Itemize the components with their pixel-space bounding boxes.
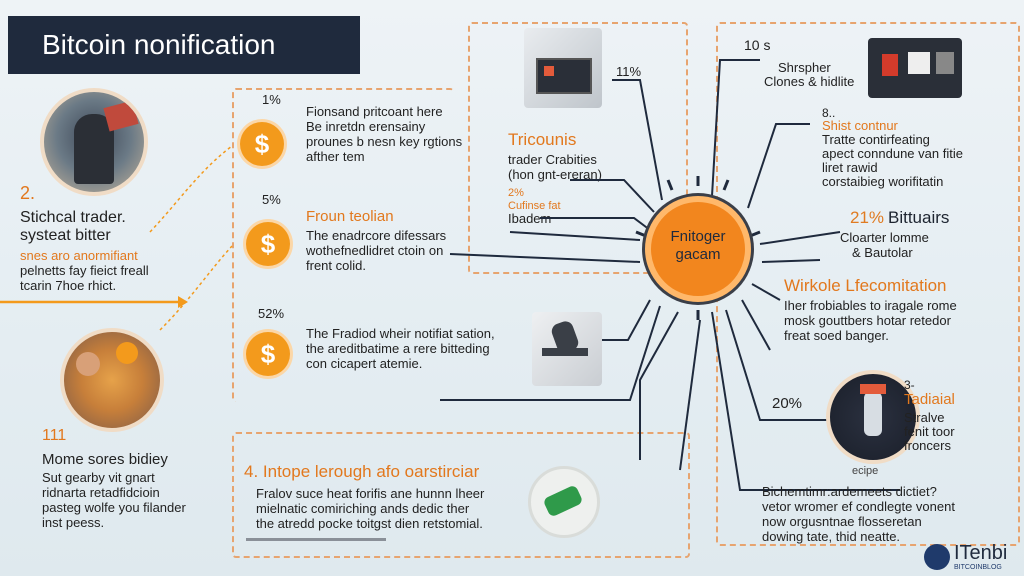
bottle-image: [826, 370, 920, 464]
logo-subtext: BITCOINBLOG: [954, 564, 1002, 571]
center-sub-line: Ibadem: [508, 211, 552, 226]
left-bottom-body-4: inst peess.: [42, 515, 105, 530]
left-bottom-heading: Mome sores bidiey: [42, 451, 168, 468]
logo-globe-icon: [924, 544, 950, 570]
right-r5-pct: 20%: [772, 395, 803, 412]
col2-line-2-2: wothefnedlidret ctoin on: [306, 243, 444, 258]
col2-line-1-2: Be inretdn erensainy: [306, 119, 426, 134]
laptop-image: [524, 28, 602, 108]
left-top-body-2: tcarin 7hoe rhict.: [20, 278, 117, 293]
right-r5-line-3: froncers: [904, 438, 951, 453]
bottom-card-header: 4. Intope lerough afo oarstirciar: [244, 462, 480, 481]
left-top-body-1: pelnetts fay fieict freall: [20, 263, 149, 278]
trader-photo: [40, 88, 148, 196]
right-r1-line-2: Clones & hidlite: [764, 74, 855, 89]
center-pct: 11%: [616, 64, 642, 79]
bottom-card-line-1: Fralov suce heat forifis ane hunnn lheer: [256, 486, 485, 501]
col2-line-3-2: the areditbatime a rere bitteding: [306, 341, 490, 356]
right-r3-pct: 21%: [850, 208, 885, 227]
left-top-num: 2.: [20, 183, 36, 203]
right-r3-header: Bittuairs: [888, 208, 950, 227]
right-r5-line-1: Stralve: [904, 410, 945, 425]
right-r3-line-1: Cloarter lomme: [840, 230, 929, 245]
right-bottom-line-1: Bichemtimr:ardemeets dictiet?: [762, 484, 937, 499]
col2-line-2-3: frent colid.: [306, 258, 366, 273]
right-bottom-line-3: now orgusntnae flosseretan: [762, 514, 922, 529]
right-r2-line-1: Tratte contirfeating: [822, 132, 930, 147]
right-r5-caption: ecipe: [852, 465, 879, 477]
dollar-coin-icon-2: $: [246, 222, 290, 266]
bottom-card-line-2: mielnatic comiriching ands dedic ther: [256, 501, 470, 516]
right-r2-header: Shist contnur: [822, 118, 898, 133]
right-r5-line-2: fenit toor: [904, 424, 955, 439]
left-top-heading-2: systeat bitter: [20, 227, 111, 244]
right-r4-line-2: mosk gouttbers hotar retedor: [784, 313, 951, 328]
left-bottom-body-3: pasteg wolfe you filander: [42, 500, 186, 515]
center-sub-header: Cufinse fat: [508, 200, 561, 212]
right-r5-num: 3-: [904, 378, 915, 392]
bottom-card-line-3: the atredd pocke toitgst dien retstomial…: [256, 516, 483, 531]
logo-text: ITenbi: [954, 542, 1008, 564]
col2-pct-1: 1%: [262, 92, 281, 107]
right-r4-line-1: Iher frobiables to iragale rome: [784, 298, 957, 313]
page-title: Bitcoin nonification: [8, 16, 360, 74]
right-r2-line-3: liret rawid: [822, 160, 878, 175]
tablet-image: [868, 38, 962, 98]
left-bottom-num: 111: [42, 427, 67, 444]
family-photo: [60, 328, 164, 432]
left-bottom-body-1: Sut gearby vit gnart: [42, 470, 155, 485]
right-r1-num: 10 s: [744, 37, 771, 53]
center-header: Tricounis: [508, 130, 577, 149]
dollar-coin-icon-1: $: [240, 122, 284, 166]
right-bottom-line-2: vetor wromer ef condlegte vonent: [762, 499, 955, 514]
lock-image: [532, 312, 602, 386]
frame-column2: [232, 88, 454, 402]
col2-line-1-4: afther tem: [306, 149, 365, 164]
left-top-heading-1: Stichcal trader.: [20, 209, 126, 226]
center-sub-num: 2%: [508, 187, 524, 199]
wallet-icon: [528, 466, 600, 538]
right-r4-header: Wirkole Lfecomitation: [784, 276, 947, 295]
right-r2-line-4: corstaibieg worifitatin: [822, 174, 944, 189]
hub-label-2: gacam: [675, 246, 721, 263]
bottom-card-divider: [246, 538, 386, 541]
right-r2-num: 8..: [822, 106, 836, 120]
col2-line-3-3: con cicapert atemie.: [306, 356, 423, 371]
col2-line-1-3: prounes b nesn key rgtions: [306, 134, 463, 149]
col2-header-2: Froun teolian: [306, 208, 394, 225]
hub-circle: Fnitoger gacam: [645, 196, 751, 302]
hub-label-1: Fnitoger: [670, 228, 726, 245]
left-connectors: [0, 145, 233, 331]
right-bottom-line-4: dowing tate, thid neatte.: [762, 529, 901, 544]
col2-line-2-1: The enadrcore difessars: [306, 228, 447, 243]
left-top-sub: snes aro anormifiant: [20, 248, 138, 263]
frame-bottom-card: [232, 432, 690, 558]
center-line-1: trader Crabities: [508, 152, 597, 167]
left-bottom-body-2: ridnarta retadfidcioin: [42, 485, 160, 500]
right-r1-line-1: Shrspher: [778, 60, 831, 75]
col2-pct-2: 5%: [262, 192, 281, 207]
right-r5-header: Tadiaial: [904, 391, 955, 408]
frame-center-card: [468, 22, 688, 274]
right-r2-line-2: apect conndune van fitie: [822, 146, 963, 161]
col2-line-3-1: The Fradiod wheir notifiat sation,: [306, 326, 495, 341]
right-r4-line-3: freat soed banger.: [784, 328, 889, 343]
col2-line-1-1: Fionsand pritcoant here: [306, 104, 443, 119]
col2-pct-3: 52%: [258, 306, 285, 321]
right-r3-line-2: & Bautolar: [852, 245, 913, 260]
dollar-coin-icon-3: $: [246, 332, 290, 376]
center-line-2: (hon gnt-ereran): [508, 167, 602, 182]
logo: ITenbi BITCOINBLOG: [924, 542, 1024, 576]
